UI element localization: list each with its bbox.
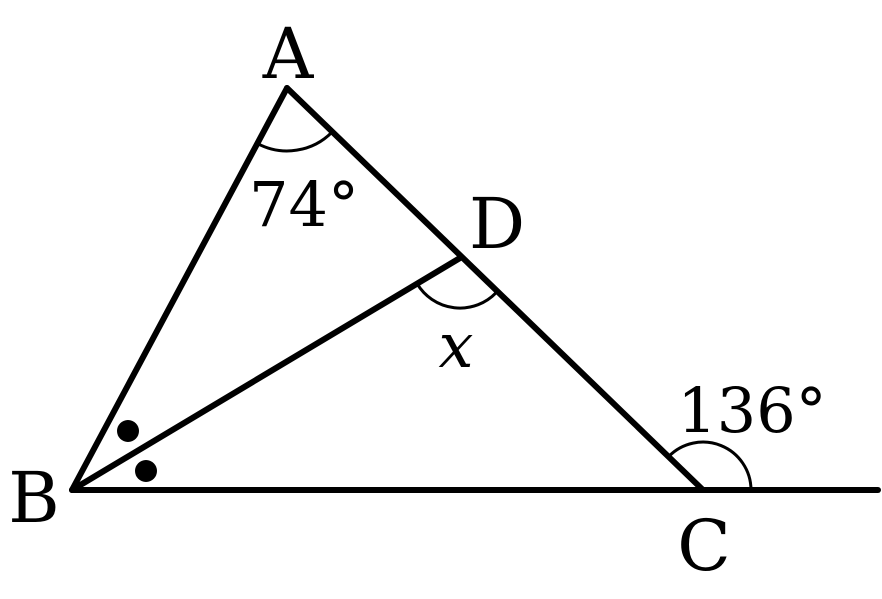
exterior-angle-c-arc [667, 440, 753, 491]
angle-label-x: x [439, 309, 474, 382]
angle-d-arc [415, 282, 498, 310]
angle-mark-dot-lower [135, 460, 157, 482]
vertex-label-c: C [677, 505, 731, 587]
vertex-label-d: D [469, 183, 525, 265]
vertex-label-b: B [8, 457, 59, 539]
side-ab [69, 85, 290, 493]
angle-label-a: 74° [249, 168, 359, 241]
angle-a-arc [256, 130, 334, 153]
angle-label-exterior-c: 136° [677, 374, 826, 447]
vertex-label-a: A [262, 13, 315, 95]
angle-mark-dot-upper [117, 420, 139, 442]
segment-bd [69, 255, 463, 493]
side-ac [284, 85, 706, 493]
